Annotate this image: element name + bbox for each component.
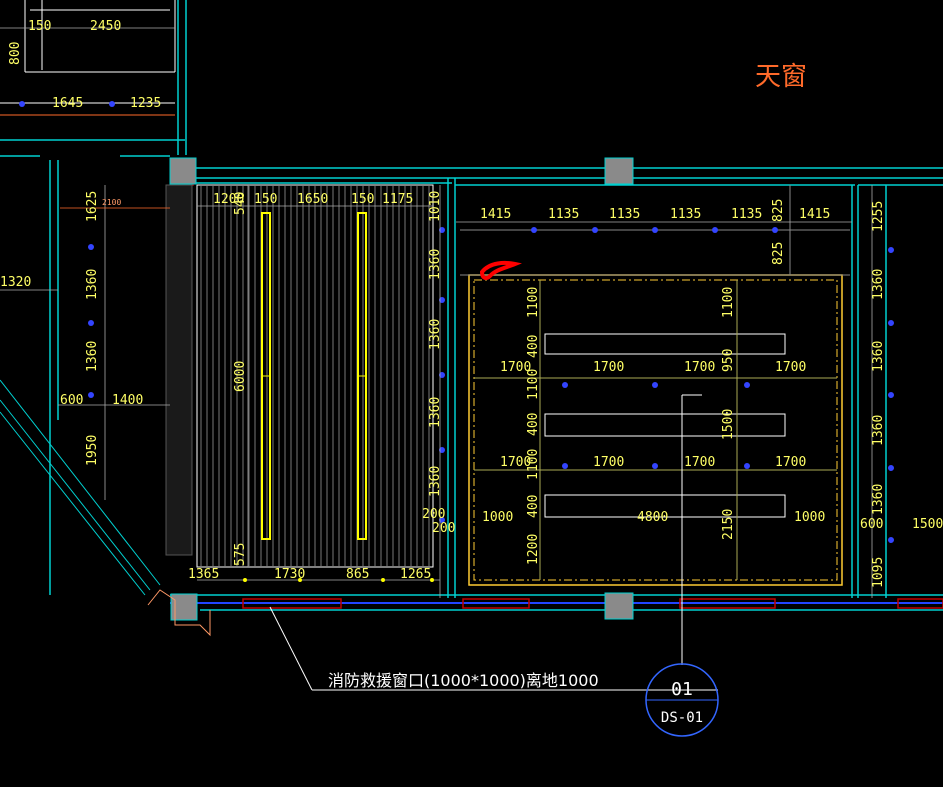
top-left-room	[0, 0, 176, 116]
dim-ri-8: 1100	[526, 369, 541, 400]
dim-mid-col-0: 1360	[428, 249, 443, 280]
dim-ri-11: 1700	[500, 455, 531, 470]
dim-ri-0: 1100	[526, 287, 541, 318]
dim-left-6: 1320	[0, 275, 31, 290]
diagonal-wall	[0, 379, 211, 637]
detail-callout	[645, 663, 719, 737]
dim-left-5: 1400	[112, 393, 143, 408]
dim-ri-2: 400	[526, 335, 541, 358]
dim-mid-top-5: 1010	[428, 191, 443, 222]
dim-mid-top-0: 1200	[213, 192, 244, 207]
dim-ri-21: 2150	[721, 509, 736, 540]
dim-right-top-0: 1415	[480, 207, 511, 222]
dim-mid-col-2: 1360	[428, 397, 443, 428]
dim-ri-5: 1700	[593, 360, 624, 375]
dim-mid-bot-3: 1265	[400, 567, 431, 582]
detail-number: 01	[671, 679, 693, 700]
dim-left-4: 600	[60, 393, 83, 408]
dim-left-0: 1625	[85, 191, 100, 222]
dim-right-top-3: 1135	[670, 207, 701, 222]
dim-fr-7: 1095	[871, 557, 886, 588]
dim-mid-top-2: 1650	[297, 192, 328, 207]
dim-top-left-4: 1235	[130, 96, 161, 111]
dim-fr-1: 1360	[871, 269, 886, 300]
callout-lines	[269, 394, 718, 691]
light-fixtures	[19, 101, 894, 543]
skylight-label: 天窗	[755, 62, 807, 92]
dim-ri-7: 1700	[775, 360, 806, 375]
dim-top-left-1: 2450	[90, 19, 121, 34]
dim-ri-13: 1700	[684, 455, 715, 470]
dim-mid-bot-0: 1365	[188, 567, 219, 582]
dim-fr-5: 600	[860, 517, 883, 532]
dim-mid-col-1: 1360	[428, 319, 443, 350]
dim-ri-19: 1000	[794, 510, 825, 525]
dim-ri-10: 1500	[721, 409, 736, 440]
callout-note-label: 消防救援窗口(1000*1000)离地1000	[328, 671, 599, 690]
dim-ri-12: 1700	[593, 455, 624, 470]
dim-right-top-6: 825	[771, 242, 786, 265]
dim-fr-2: 1360	[871, 341, 886, 372]
dim-ri-6: 1700	[684, 360, 715, 375]
text-labels: 天窗 消防救援窗口(1000*1000)离地1000 01 DS-01 150 …	[0, 19, 943, 726]
dim-mid-side-0: 540	[233, 192, 248, 215]
dim-mid-col-3: 1360	[428, 466, 443, 497]
dim-top-left-2: 800	[8, 42, 23, 65]
detail-ref: DS-01	[661, 710, 703, 726]
dim-mid-col-5: 200	[432, 521, 455, 536]
dim-ri-3: 950	[721, 349, 736, 372]
dim-left-3: 1950	[85, 435, 100, 466]
dim-mid-top-3: 150	[351, 192, 374, 207]
dim-ri-4: 1700	[500, 360, 531, 375]
dim-mid-top-1: 150	[254, 192, 277, 207]
dim-mid-bot-2: 865	[346, 567, 369, 582]
left-column-bar	[165, 184, 193, 556]
dim-fr-0: 1255	[871, 201, 886, 232]
dim-ri-18: 4800	[637, 510, 668, 525]
dim-right-top-7: 1415	[799, 207, 830, 222]
dim-left-7: 2100	[102, 198, 121, 207]
dim-fr-6: 1500	[912, 517, 943, 532]
dim-ri-9: 400	[526, 413, 541, 436]
dim-top-left-3: 1645	[52, 96, 83, 111]
dim-fr-3: 1360	[871, 415, 886, 446]
dim-mid-side-2: 575	[233, 543, 248, 566]
columns	[169, 157, 634, 621]
dim-mid-top-4: 1175	[382, 192, 413, 207]
dim-left-2: 1360	[85, 341, 100, 372]
striped-ceiling-room	[196, 184, 434, 568]
dim-ri-16: 400	[526, 495, 541, 518]
dim-right-top-5: 825	[771, 199, 786, 222]
wall-lines	[0, 0, 943, 611]
dim-ri-20: 1200	[526, 534, 541, 565]
dimension-lines	[0, 27, 873, 598]
revision-mark	[479, 261, 522, 281]
dim-mid-side-1: 6000	[233, 361, 248, 392]
dim-fr-4: 1360	[871, 484, 886, 515]
dim-right-top-1: 1135	[548, 207, 579, 222]
dimension-markers	[243, 578, 434, 582]
dim-mid-bot-1: 1730	[274, 567, 305, 582]
dim-ri-15: 1100	[526, 449, 541, 480]
dim-left-1: 1360	[85, 269, 100, 300]
dim-ri-14: 1700	[775, 455, 806, 470]
dim-ri-17: 1000	[482, 510, 513, 525]
dim-ri-1: 1100	[721, 287, 736, 318]
dim-top-left-0: 150	[28, 19, 51, 34]
dim-right-top-2: 1135	[609, 207, 640, 222]
dim-mid-col-4: 200	[422, 507, 445, 522]
dim-right-top-4: 1135	[731, 207, 762, 222]
